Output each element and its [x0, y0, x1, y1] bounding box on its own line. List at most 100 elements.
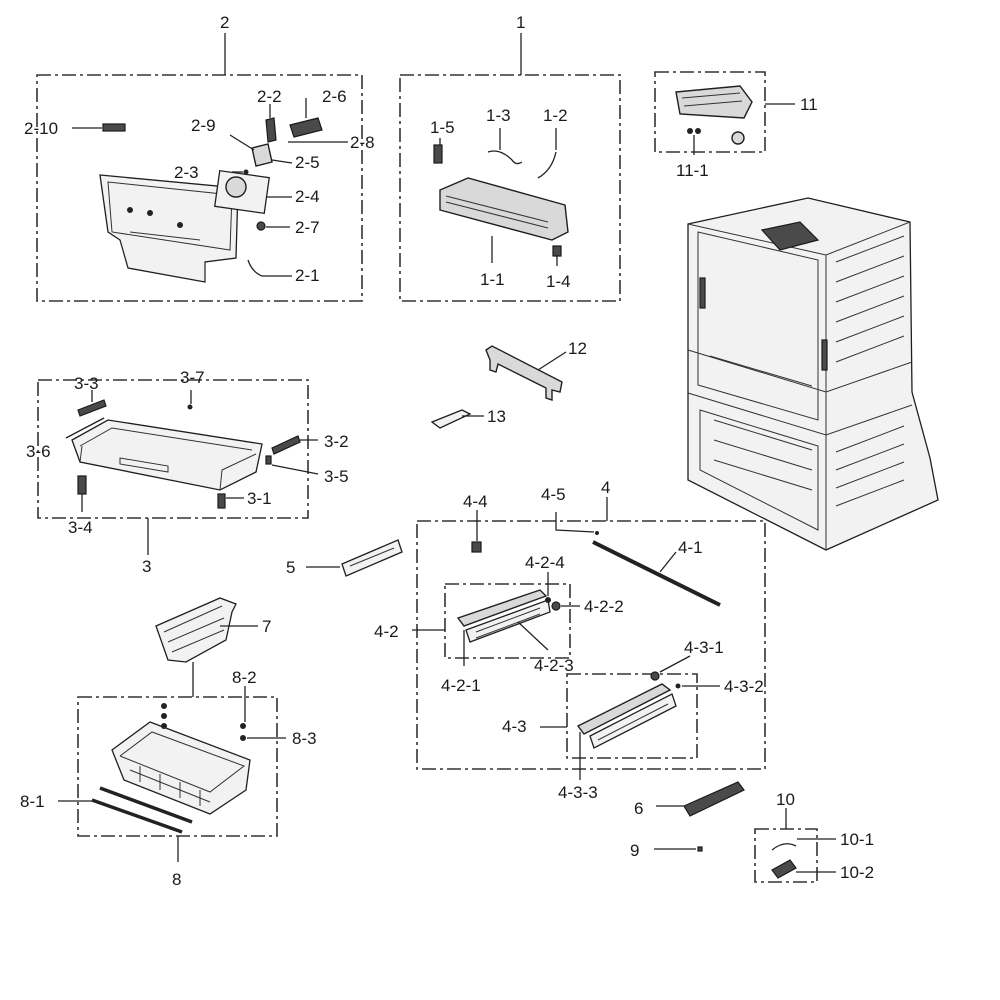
label-1-5: 1-5: [430, 118, 455, 137]
group-4-2-box: [444, 583, 571, 659]
label-3-5: 3-5: [324, 467, 349, 486]
label-2-10: 2-10: [24, 119, 58, 138]
part-2-5: [251, 143, 273, 167]
label-4-2-2: 4-2-2: [584, 597, 624, 616]
part-3-5: [265, 455, 272, 465]
label-3: 3: [142, 557, 151, 576]
label-2-8: 2-8: [350, 133, 375, 152]
part-13: [430, 409, 472, 429]
part-6: [683, 781, 745, 817]
group-9: 9: [630, 841, 703, 860]
label-8-2: 8-2: [232, 668, 257, 687]
label-2-7: 2-7: [295, 218, 320, 237]
group-8: 8-2 8-3 8-1 8: [20, 668, 317, 889]
part-3-4: [77, 475, 87, 495]
label-10-2: 10-2: [840, 863, 874, 882]
part-3-3: [77, 399, 107, 417]
group-1: 1 1-1 1-5 1-3 1-2 1-4: [399, 13, 621, 302]
part-10-2: [771, 859, 797, 879]
group-11-box: [654, 71, 766, 153]
group-6: 6: [634, 781, 745, 818]
label-2-1: 2-1: [295, 266, 320, 285]
label-2: 2: [220, 13, 229, 32]
part-1-3: [487, 150, 523, 165]
label-11: 11: [800, 95, 818, 114]
group-7: 7: [155, 597, 271, 697]
label-1-2: 1-2: [543, 106, 568, 125]
label-8: 8: [172, 870, 181, 889]
label-4-3-2: 4-3-2: [724, 677, 764, 696]
part-4-3-2: [675, 683, 681, 689]
label-4-4: 4-4: [463, 492, 488, 511]
part-11: [675, 85, 753, 119]
group-11: 11 11-1: [654, 71, 818, 180]
label-1-3: 1-3: [486, 106, 511, 125]
part-10-1: [771, 843, 797, 851]
group-3: 3-3 3-7 3-6 3-2 3-5 3-1 3-4 3: [26, 368, 349, 576]
part-2-2: [265, 117, 277, 143]
part-8-3: [240, 735, 246, 741]
group-2-box: [36, 74, 363, 302]
part-1-1: [439, 177, 569, 241]
part-11-1: [687, 128, 693, 134]
label-4-3: 4-3: [502, 717, 527, 736]
part-3-1: [217, 493, 226, 509]
label-2-4: 2-4: [295, 187, 320, 206]
label-2-6: 2-6: [322, 87, 347, 106]
part-4-3-1: [650, 671, 660, 681]
group-13: 13: [430, 407, 506, 429]
label-11-1: 11-1: [676, 161, 709, 180]
label-10-1: 10-1: [840, 830, 874, 849]
label-2-2: 2-2: [257, 87, 282, 106]
label-3-3: 3-3: [74, 374, 99, 393]
part-8-basket: [111, 721, 251, 815]
label-1: 1: [516, 13, 525, 32]
part-8-2: [240, 723, 246, 729]
group-5: 5: [286, 539, 403, 577]
group-3-box: [37, 379, 309, 519]
label-9: 9: [630, 841, 639, 860]
label-4-2: 4-2: [374, 622, 399, 641]
label-4: 4: [601, 478, 610, 497]
label-4-2-3: 4-2-3: [534, 656, 574, 675]
label-3-7: 3-7: [180, 368, 205, 387]
label-4-2-1: 4-2-1: [441, 676, 481, 695]
label-12: 12: [568, 339, 587, 358]
part-4-1: [592, 540, 721, 607]
refrigerator-cabinet: [687, 197, 939, 551]
label-4-1: 4-1: [678, 538, 703, 557]
part-12: [485, 345, 563, 401]
group-10: 10 10-1 10-2: [754, 790, 874, 883]
label-10: 10: [776, 790, 795, 809]
part-2-6: [289, 117, 323, 138]
part-2-7: [256, 221, 266, 231]
part-5: [341, 539, 403, 577]
group-1-box: [399, 74, 621, 302]
group-2: 2 2-10 2-4 2-3 2-2 2-9 2-5 2-6 2-8: [24, 13, 375, 302]
label-2-5: 2-5: [295, 153, 320, 172]
part-4-2: [456, 589, 548, 627]
label-3-1: 3-1: [247, 489, 272, 508]
label-3-2: 3-2: [324, 432, 349, 451]
label-4-3-3: 4-3-3: [558, 783, 598, 802]
label-5: 5: [286, 558, 295, 577]
part-3-drawer: [71, 419, 263, 491]
part-4-5: [595, 531, 599, 535]
group-4-box: [416, 520, 766, 770]
part-8-1: [99, 786, 193, 824]
part-1-4: [552, 245, 562, 257]
label-2-3: 2-3: [174, 163, 199, 182]
label-7: 7: [262, 617, 271, 636]
part-4-2-2: [551, 601, 561, 611]
label-1-4: 1-4: [546, 272, 571, 291]
part-3-7: [187, 404, 193, 410]
part-2-10: [102, 123, 126, 132]
part-1-5: [433, 144, 443, 164]
label-3-4: 3-4: [68, 518, 93, 537]
part-9: [697, 846, 703, 852]
part-1-2: [537, 151, 557, 179]
label-1-1: 1-1: [480, 270, 505, 289]
part-3-2: [271, 435, 301, 455]
